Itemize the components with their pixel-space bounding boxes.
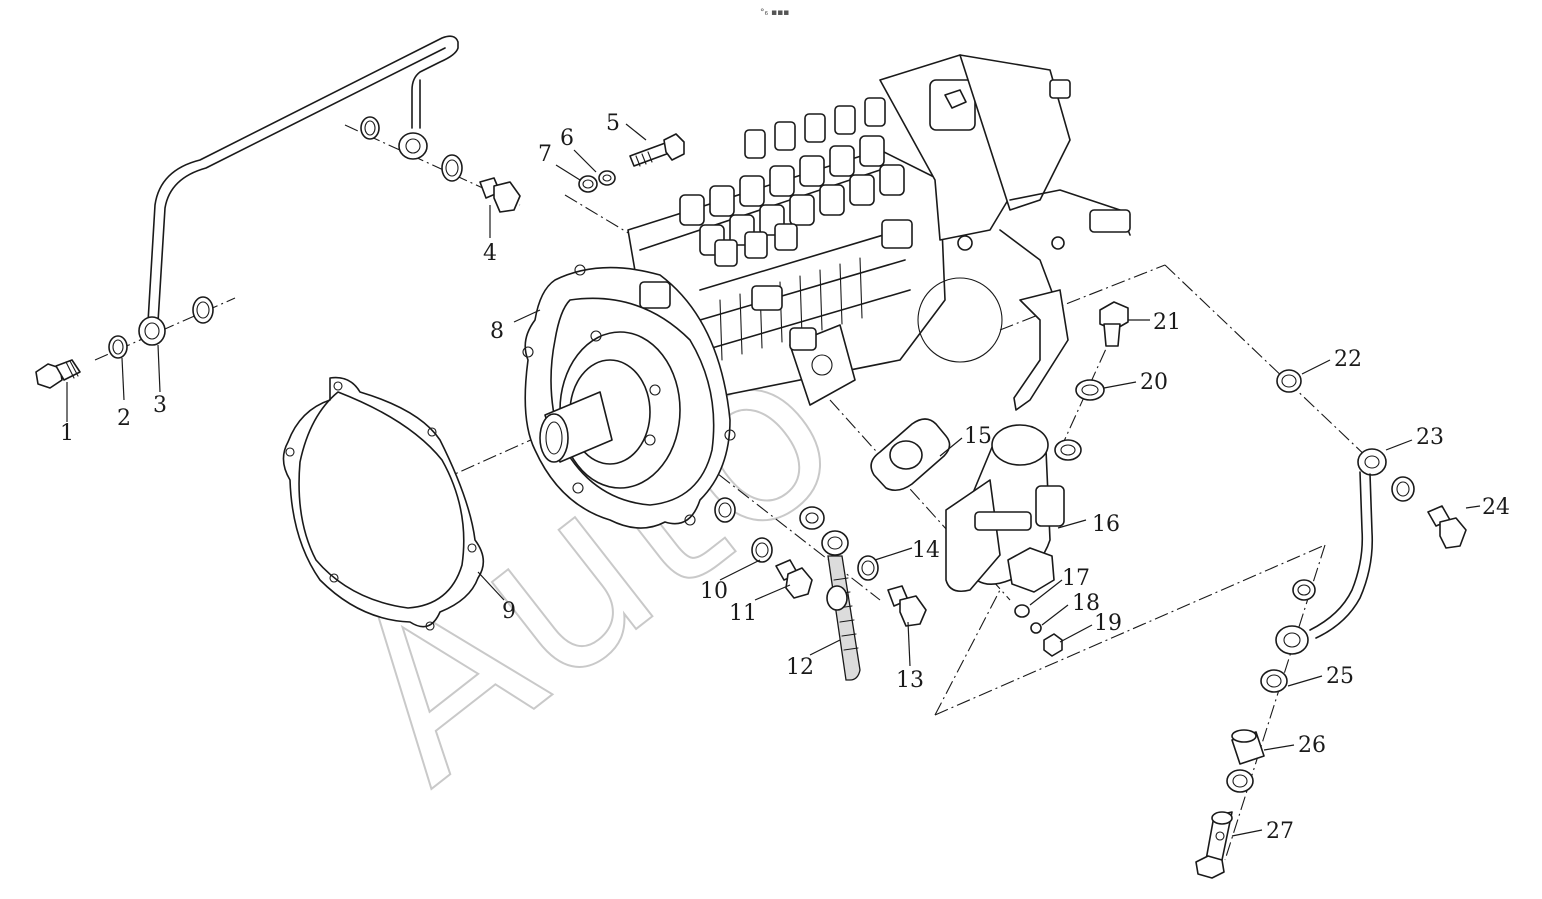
- washer-20: [1075, 379, 1105, 401]
- callout-22: 22: [1334, 347, 1362, 372]
- feed-pump-16: [945, 424, 1065, 593]
- callout-23: 23: [1416, 425, 1444, 450]
- sleeve-26: [1231, 729, 1265, 765]
- callout-20: 20: [1140, 370, 1168, 395]
- callout-labels: 1 2 3 4 5 6 7 8 9 10 11 12 13 14 15 16 1…: [60, 111, 1510, 844]
- callout-2: 2: [117, 406, 131, 431]
- washer-top-b: [441, 154, 463, 182]
- banjo-bolt-24: [1427, 505, 1467, 549]
- washer-22: [1276, 369, 1302, 393]
- callout-24: 24: [1482, 495, 1510, 520]
- washer-10: [751, 537, 773, 563]
- gasket-15: [870, 418, 951, 492]
- bolt-5-washers: [578, 133, 685, 193]
- banjo-bolt-11: [775, 559, 813, 599]
- fuel-pipe-upper: [138, 35, 459, 346]
- callout-7: 7: [538, 142, 552, 167]
- callout-26: 26: [1298, 733, 1326, 758]
- fuel-pipe-23: [1275, 448, 1387, 655]
- callout-12: 12: [786, 655, 814, 680]
- callout-9: 9: [502, 599, 516, 624]
- callout-4: 4: [483, 241, 497, 266]
- gasket-9: [282, 376, 485, 631]
- washer-26b: [1226, 769, 1254, 793]
- hose-12: [799, 506, 861, 681]
- callout-27: 27: [1266, 819, 1294, 844]
- callout-18: 18: [1072, 591, 1100, 616]
- callout-14: 14: [912, 538, 940, 563]
- washer-17: [1014, 604, 1030, 618]
- top-mark: °₆ ▪▪▪: [760, 8, 789, 18]
- banjo-bolt-4: [479, 177, 521, 213]
- callout-5: 5: [606, 111, 620, 136]
- callout-25: 25: [1326, 664, 1354, 689]
- washer-25: [1260, 669, 1288, 693]
- washer-20b: [1054, 439, 1082, 461]
- callout-16: 16: [1092, 512, 1120, 537]
- washer-14: [857, 555, 879, 581]
- callout-17: 17: [1062, 566, 1090, 591]
- washer-25a: [1292, 579, 1316, 601]
- banjo-bolt-1: [35, 359, 81, 389]
- leader-lines: [66, 123, 1481, 837]
- washer-18: [1030, 622, 1042, 634]
- callout-6: 6: [560, 126, 574, 151]
- callout-8: 8: [490, 319, 504, 344]
- callout-10: 10: [700, 579, 728, 604]
- nut-19: [1043, 633, 1063, 657]
- banjo-bolt-21: [1099, 301, 1129, 347]
- callout-21: 21: [1153, 310, 1181, 335]
- banjo-bolt-13: [887, 585, 927, 627]
- washer-3b: [192, 296, 214, 324]
- injection-pump-assembly: [522, 54, 1131, 529]
- callout-19: 19: [1094, 611, 1122, 636]
- callout-11: 11: [729, 601, 757, 626]
- callout-3: 3: [153, 393, 167, 418]
- callout-15: 15: [964, 424, 992, 449]
- washer-10a: [714, 497, 736, 523]
- washer-2: [108, 335, 128, 359]
- callout-13: 13: [896, 668, 924, 693]
- callout-1: 1: [60, 421, 74, 446]
- bolt-27: [1195, 811, 1233, 879]
- washer-top-a: [360, 116, 380, 140]
- washer-24a: [1391, 476, 1415, 502]
